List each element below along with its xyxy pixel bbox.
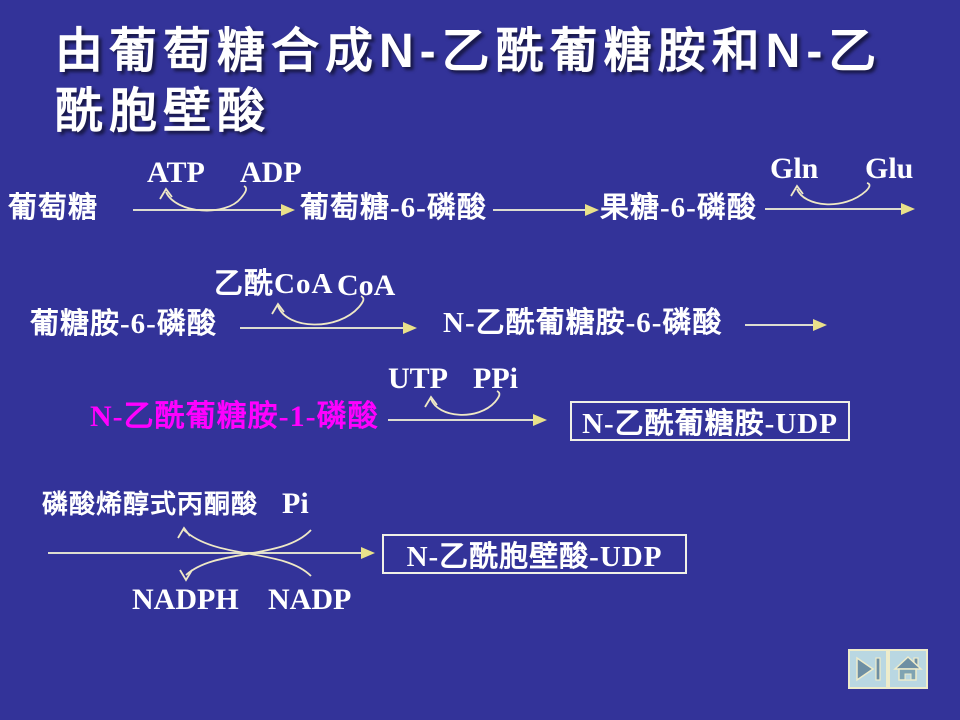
next-slide-button[interactable]	[848, 649, 888, 689]
label-nag-1-p: N-乙酰葡糖胺-1-磷酸	[90, 400, 379, 433]
curve-bottom-left-arrowhead	[179, 569, 193, 582]
label-nadph: NADPH	[132, 583, 239, 616]
home-button[interactable]	[888, 649, 928, 689]
label-glucosamine-6-p: 葡糖胺-6-磷酸	[30, 308, 217, 340]
label-gln: Gln	[770, 152, 819, 185]
label-glucose-6-p: 葡萄糖-6-磷酸	[300, 192, 487, 224]
label-glu: Glu	[865, 152, 914, 185]
label-pi: Pi	[282, 487, 309, 520]
title-line-2: 酰胞壁酸	[55, 85, 272, 138]
box-nam-udp: N-乙酰胞壁酸-UDP	[382, 534, 687, 574]
title-line-1: 由葡萄糖合成N-乙酰葡糖胺和N-乙	[55, 25, 883, 78]
label-acetyl-coa: 乙酰CoA	[214, 268, 334, 300]
arc-utp-ppi-arrowhead	[424, 395, 438, 408]
label-coa: CoA	[337, 269, 396, 302]
curve-top-left-arrowhead	[177, 526, 191, 539]
next-slide-icon	[856, 656, 881, 682]
nav-panel	[848, 649, 928, 689]
label-nadp: NADP	[268, 583, 352, 616]
label-atp: ATP	[147, 156, 205, 189]
arc-gln-glu	[796, 182, 871, 206]
label-nag-6-p: N-乙酰葡糖胺-6-磷酸	[443, 307, 723, 339]
label-pep: 磷酸烯醇式丙酮酸	[42, 490, 259, 519]
label-utp: UTP	[388, 362, 448, 395]
box-nag-udp-text: N-乙酰葡糖胺-UDP	[582, 408, 838, 440]
label-ppi: PPi	[473, 362, 518, 395]
label-adp: ADP	[240, 156, 302, 189]
curve-pi-to-nadph	[185, 529, 312, 576]
arc-atp-adp-arrowhead	[159, 187, 173, 200]
arc-acetylcoa-coa-arrowhead	[271, 302, 285, 315]
arc-gln-glu-arrowhead	[790, 184, 804, 197]
page-title: 由葡萄糖合成N-乙酰葡糖胺和N-乙 酰胞壁酸	[55, 22, 935, 142]
home-icon	[893, 655, 923, 681]
arc-atp-adp	[165, 185, 248, 212]
box-nam-udp-text: N-乙酰胞壁酸-UDP	[406, 541, 663, 573]
curve-pep-to-nadp	[183, 529, 312, 577]
label-fructose-6-p: 果糖-6-磷酸	[600, 192, 757, 224]
box-nag-udp: N-乙酰葡糖胺-UDP	[570, 401, 850, 441]
label-glucose: 葡萄糖	[8, 192, 99, 224]
